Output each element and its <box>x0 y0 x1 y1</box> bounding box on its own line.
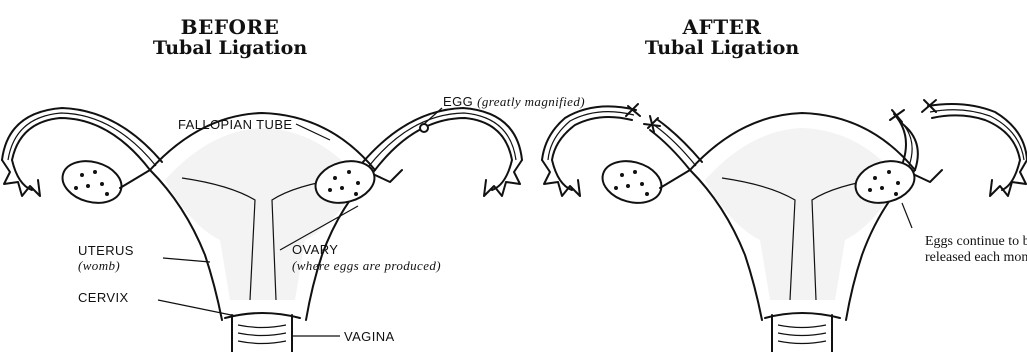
left-ovary <box>58 155 126 209</box>
fallopian-tube-label: FALLOPIAN TUBE <box>178 117 292 132</box>
egg-label-text: EGG <box>443 94 473 109</box>
ovary-note: (where eggs are produced) <box>292 258 441 274</box>
cervix-leader <box>158 300 236 316</box>
uterus-leader <box>163 258 210 262</box>
eggs-note-line1: Eggs continue to be <box>925 235 1027 250</box>
egg-marker <box>420 124 428 132</box>
after-left-ovary <box>598 155 666 209</box>
eggs-note-line2: released each month <box>925 251 1027 266</box>
eggs-note-leader <box>902 203 912 228</box>
cervix-label: CERVIX <box>78 290 129 305</box>
right-tube-tie <box>890 110 904 122</box>
uterus-note: (womb) <box>78 258 120 274</box>
uterus-label: UTERUS <box>78 243 134 258</box>
after-anatomy-drawing <box>540 0 1027 352</box>
before-panel: BEFORE Tubal Ligation <box>0 0 520 352</box>
ovary-label: OVARY <box>292 242 338 257</box>
left-tube-tie <box>644 116 660 132</box>
vagina-label: VAGINA <box>344 329 395 344</box>
after-panel: AFTER Tubal Ligation <box>540 0 1027 352</box>
